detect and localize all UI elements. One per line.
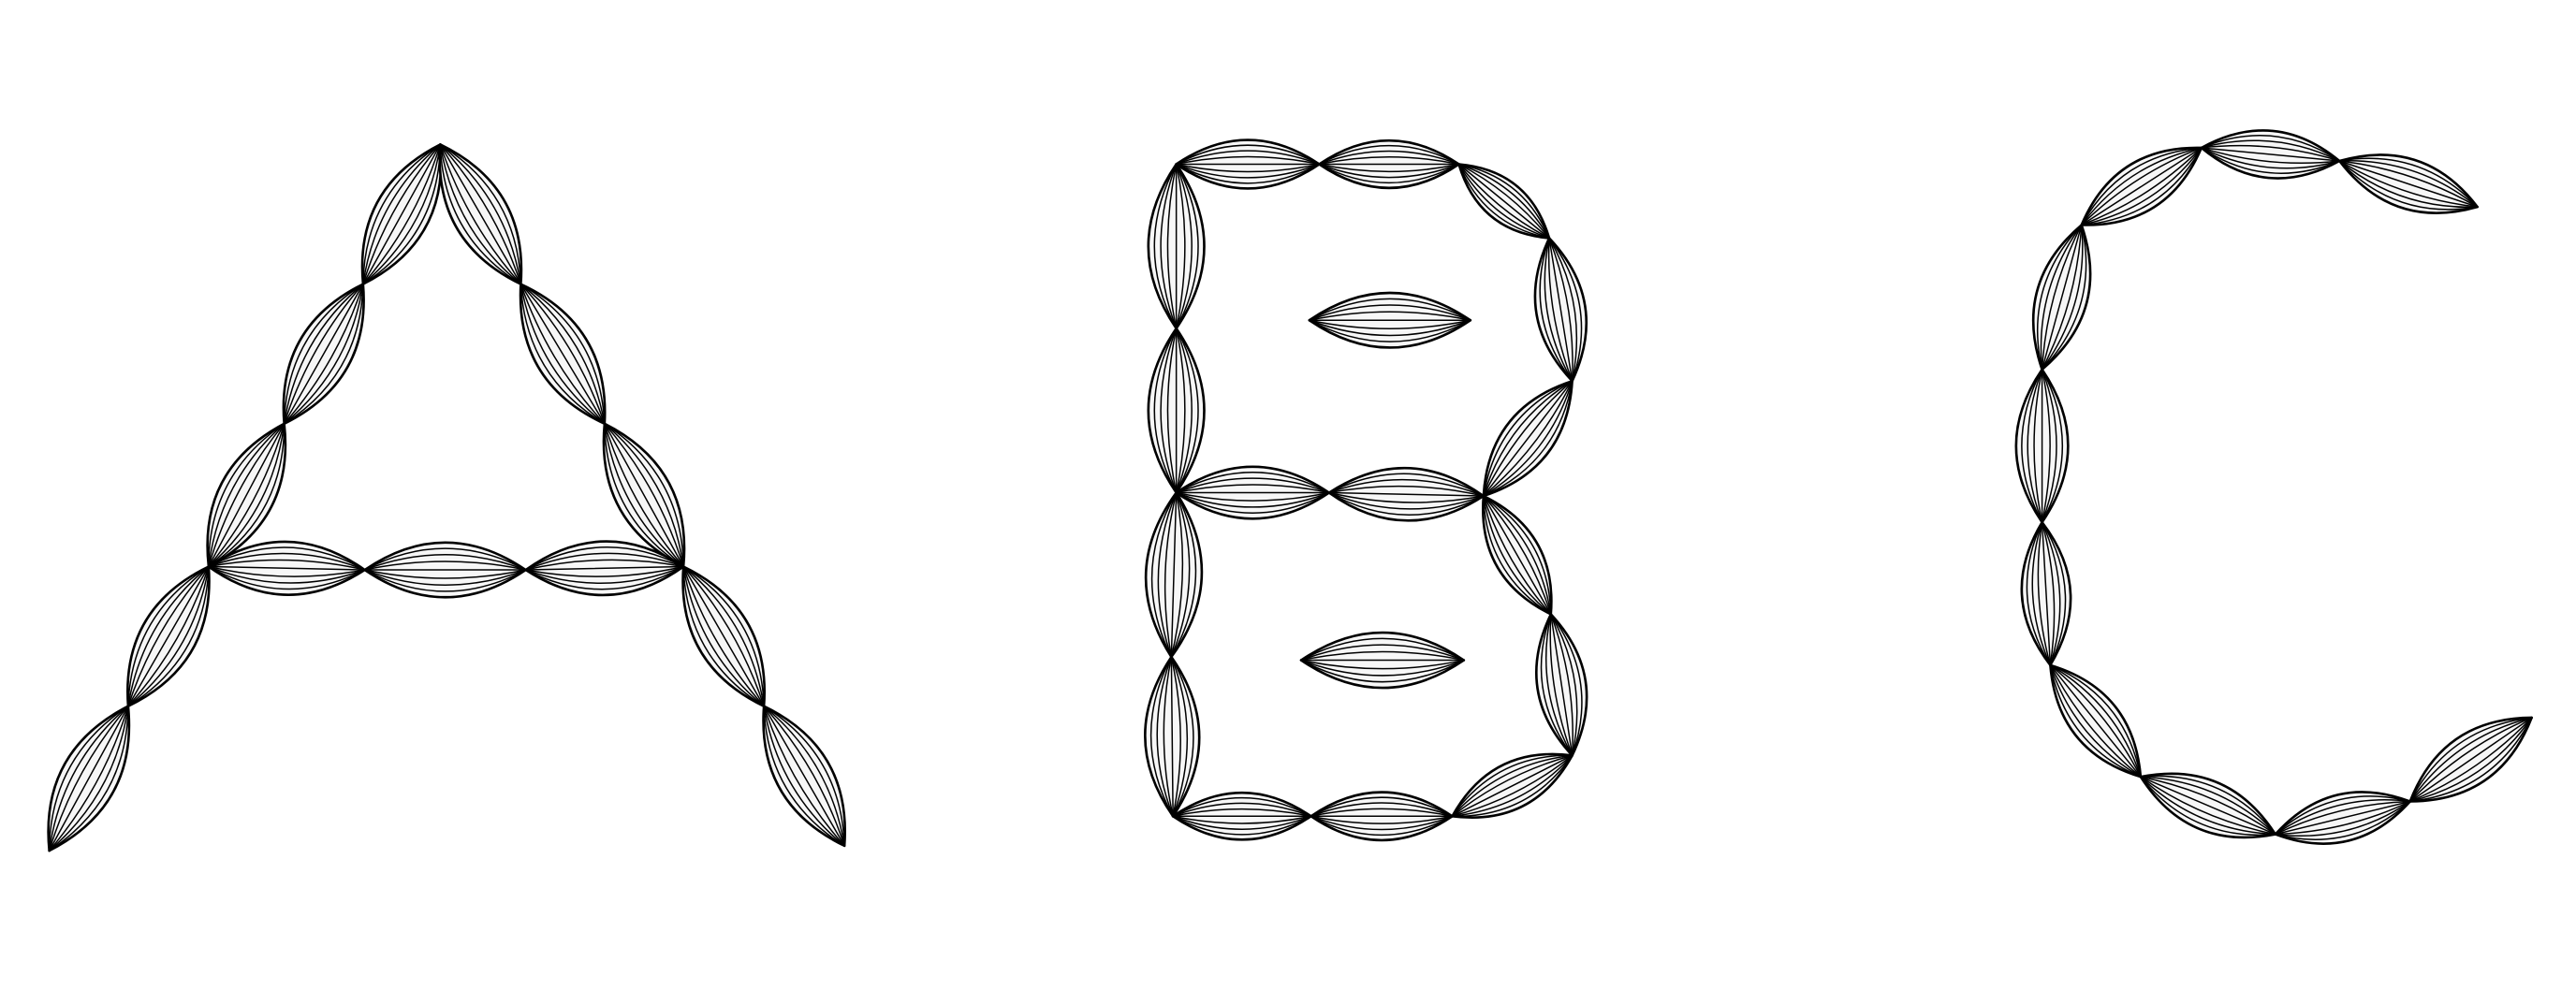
letter-a-crossbar-stroke-2 — [363, 541, 527, 599]
letter-a-outline-stroke-4 — [282, 283, 365, 426]
letter-b-spine-stroke-4 — [1147, 163, 1206, 330]
letter-b-outline-stroke-10 — [1171, 792, 1312, 841]
letter-c-outline-stroke-7 — [2049, 663, 2143, 779]
letter-b-outline-stroke-9 — [1310, 791, 1454, 842]
letter-c-outline-stroke-3 — [2080, 146, 2203, 226]
letter-c-outline-stroke-5 — [2014, 368, 2070, 524]
letter-b-outline-stroke-6 — [1481, 494, 1553, 616]
letter-b — [1144, 138, 1588, 842]
letter-a-outline-stroke-3 — [206, 422, 287, 568]
letter-b-outline-stroke-7 — [1535, 613, 1588, 757]
letter-c — [2014, 129, 2533, 845]
letter-a-outline-stroke-2 — [126, 565, 211, 707]
letter-a-crossbar-stroke-1 — [207, 540, 366, 596]
letter-b-outline-stroke-5 — [1482, 379, 1573, 498]
letter-b-outline-stroke-1 — [1175, 138, 1321, 190]
letter-a-outline-stroke-6 — [438, 143, 523, 285]
letter-a-crossbar-stroke-3 — [524, 540, 685, 597]
letter-c-outline-stroke-8 — [2139, 772, 2277, 839]
letter-b-spine-stroke-2 — [1144, 491, 1204, 659]
letter-c-outline-stroke-10 — [2408, 716, 2533, 803]
letter-b-spine-stroke-1 — [1144, 655, 1201, 818]
letter-a-outline-stroke-1 — [47, 705, 131, 852]
letter-b-outline-stroke-3 — [1457, 163, 1551, 240]
letter-c-outline-stroke-1 — [2337, 153, 2479, 214]
letter-a-outline-stroke-5 — [360, 143, 443, 285]
letter-c-outline-stroke-4 — [2031, 224, 2092, 371]
letter-a-outline-stroke-7 — [519, 283, 607, 426]
letter-b-outline-stroke-4 — [1533, 237, 1588, 383]
letter-b-spine-stroke-3 — [1147, 327, 1206, 494]
letter-a-outline-stroke-9 — [681, 565, 767, 707]
letter-a — [47, 143, 847, 852]
letter-b-lower-counter — [1299, 631, 1466, 690]
letter-c-outline-stroke-6 — [2020, 520, 2072, 667]
letter-a-outline-stroke-10 — [762, 705, 847, 848]
letter-b-outline-stroke-8 — [1451, 752, 1573, 819]
letter-c-outline-stroke-2 — [2200, 129, 2341, 180]
letter-b-outline-stroke-2 — [1318, 138, 1460, 190]
letter-b-middle-stroke-2 — [1327, 466, 1486, 522]
letter-c-outline-stroke-9 — [2274, 791, 2412, 845]
letter-b-upper-counter — [1308, 291, 1472, 349]
letter-b-middle-stroke-1 — [1175, 465, 1331, 520]
